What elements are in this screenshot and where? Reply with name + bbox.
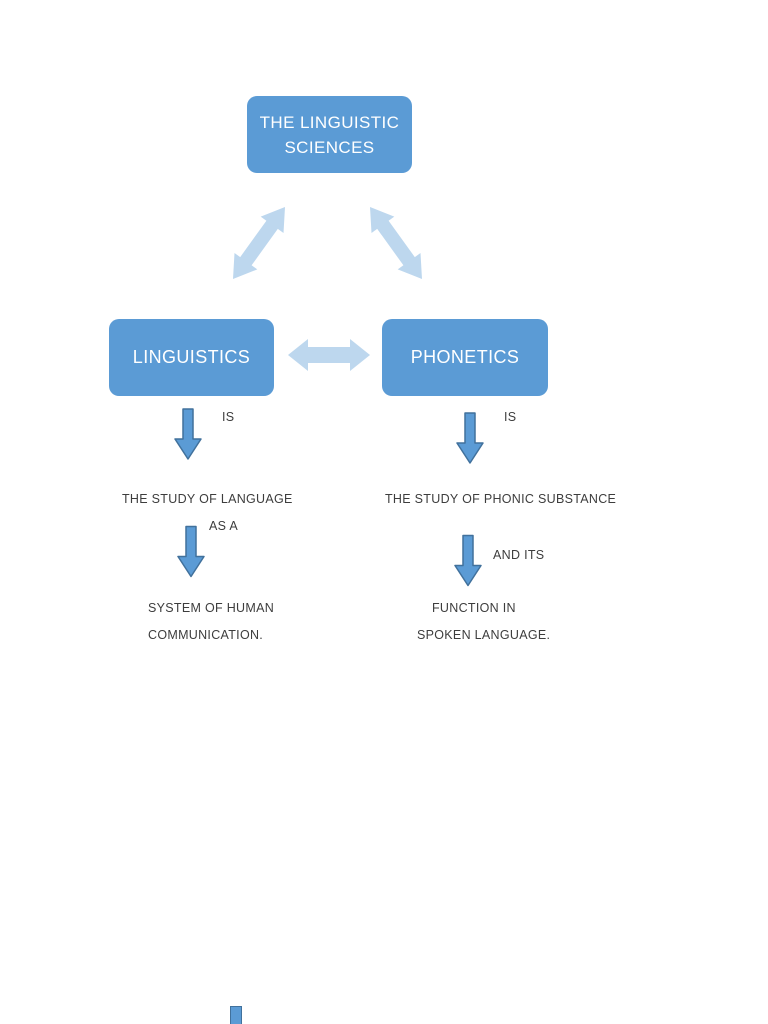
node-linguistic-sciences: THE LINGUISTIC SCIENCES — [247, 96, 412, 173]
text-study-of-language: THE STUDY OF LANGUAGE — [122, 492, 293, 506]
down-arrow-icon — [456, 412, 484, 464]
connector-label-is-right: IS — [504, 410, 517, 424]
connector-label-as-a: AS A — [209, 519, 238, 533]
down-arrow-partial-icon — [230, 1006, 242, 1024]
node-linguistics-label: LINGUISTICS — [132, 347, 251, 367]
text-communication: COMMUNICATION. — [148, 628, 264, 642]
node-linguistic-sciences-label: THE LINGUISTIC SCIENCES — [259, 112, 400, 157]
node-phonetics-label: PHONETICS — [410, 347, 520, 367]
down-arrow-icon — [177, 525, 205, 578]
double-arrow-diagonal-right-icon — [370, 207, 422, 279]
text-function-in: FUNCTION IN — [432, 601, 516, 615]
down-arrow-icon — [174, 408, 202, 460]
connector-label-and-its: AND ITS — [493, 548, 545, 562]
text-spoken-language: SPOKEN LANGUAGE. — [417, 628, 551, 642]
down-arrow-icon — [454, 534, 482, 587]
node-phonetics: PHONETICS — [382, 319, 548, 396]
double-arrow-diagonal-left-icon — [233, 207, 285, 279]
node-linguistics: LINGUISTICS — [109, 319, 274, 396]
double-arrow-horizontal-icon — [288, 339, 370, 371]
text-system-of-human: SYSTEM OF HUMAN — [148, 601, 275, 615]
connector-label-is-left: IS — [222, 410, 235, 424]
text-study-of-phonic-substance: THE STUDY OF PHONIC SUBSTANCE — [385, 492, 617, 506]
